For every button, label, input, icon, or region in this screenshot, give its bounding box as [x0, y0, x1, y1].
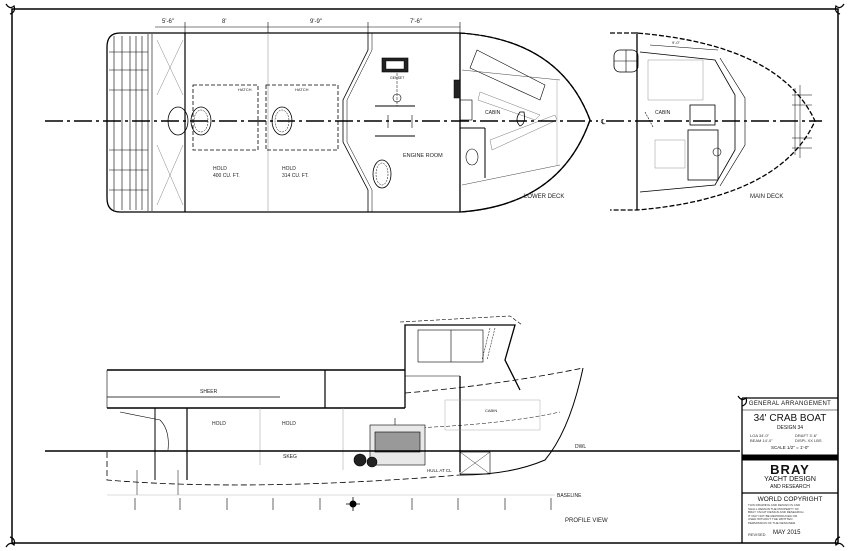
lower-deck-view-label: LOWER DECK	[524, 194, 564, 200]
hatch-label-2: HATCH	[295, 87, 309, 92]
lower-deck-plan	[106, 32, 591, 213]
engine-room-label: ENGINE ROOM	[403, 153, 443, 159]
specs-right: DRAFT 3'-6" DISPL XX LBS	[795, 433, 822, 443]
dim-4: 7'-6"	[410, 19, 422, 25]
scale: SCALE 1/2" = 1'-0"	[771, 445, 809, 450]
hold-1-capacity: 400 CU. FT.	[213, 173, 240, 179]
cabin-label-main: CABIN	[655, 110, 671, 116]
copyright-line: IT MAY NOT BE REPRODUCED OR	[748, 513, 798, 518]
main-deck-view-label: MAIN DECK	[750, 194, 783, 200]
spec-draft: DRAFT 3'-6"	[795, 433, 818, 438]
profile-cabin-label: CABIN	[485, 408, 497, 413]
firm-name: BRAY	[770, 462, 810, 477]
skeg-label: SKEG	[283, 454, 297, 460]
profile-view	[106, 315, 584, 496]
copyright-line: THIS DRAWING AND DESIGN IS AND	[748, 503, 801, 507]
copyright-line: PERMISSION OF THE DESIGNER.	[748, 520, 796, 525]
copyright-line: BRAY YACHT DESIGN AND RESEARCH.	[748, 510, 805, 515]
main-deck-dim: 9'-0"	[672, 40, 681, 45]
cl-symbol-lower: ℄	[600, 119, 606, 126]
hold-2-label: HOLD	[282, 166, 296, 172]
dim-3: 9'-9"	[310, 19, 322, 25]
firm-line-3: AND RESEARCH	[770, 484, 810, 490]
spec-beam: BEAM 14'-0"	[750, 438, 773, 443]
firm-line-2: YACHT DESIGN	[764, 476, 816, 483]
copyright-line: USED WITHOUT THE WRITTEN	[748, 517, 793, 522]
spec-displ: DISPL XX LBS	[795, 438, 822, 443]
revised-label: REVISED	[748, 532, 766, 537]
sheer-label: SHEER	[200, 389, 218, 395]
top-dimensions	[155, 22, 461, 33]
boat-name: 34' CRAB BOAT	[753, 413, 827, 424]
hold-2-capacity: 314 CU. FT.	[282, 173, 309, 179]
revised-date: MAY 2015	[773, 530, 801, 536]
profile-view-label: PROFILE VIEW	[565, 518, 608, 524]
design-number: DESIGN 34	[776, 425, 804, 431]
copyright-text: THIS DRAWING AND DESIGN IS AND SHALL REM…	[748, 503, 836, 526]
dim-1: 5'-6"	[162, 19, 174, 25]
sheet-border	[5, 3, 845, 548]
hold-1-label: HOLD	[213, 166, 227, 172]
copyright-line: SHALL REMAIN THE PROPERTY OF	[748, 506, 799, 511]
hull-at-cl-label: HULL AT CL	[427, 468, 452, 473]
profile-hold-2: HOLD	[282, 421, 296, 427]
genset-label: GENSET	[390, 76, 405, 80]
hatch-label-1: HATCH	[238, 87, 252, 92]
sheet-title: GENERAL ARRANGEMENT	[748, 401, 832, 407]
center-of-gravity-icon	[346, 497, 360, 511]
specs-left: LOA 34'-0" BEAM 14'-0"	[750, 433, 773, 443]
baseline-label: BASELINE	[557, 493, 582, 499]
dwl-label: DWL	[575, 444, 586, 450]
spec-loa: LOA 34'-0"	[750, 433, 770, 438]
cabin-label-lower: CABIN	[485, 110, 501, 116]
profile-hold-1: HOLD	[212, 421, 226, 427]
dim-2: 8'	[222, 19, 226, 25]
title-block-frame	[737, 395, 839, 543]
station-ticks	[134, 498, 552, 510]
copyright-title: WORLD COPYRIGHT	[757, 496, 823, 503]
